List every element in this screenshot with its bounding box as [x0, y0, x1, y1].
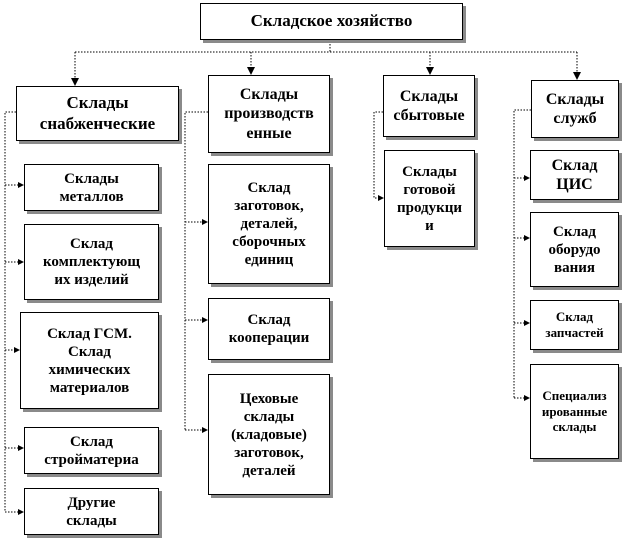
spine-col1 [4, 111, 16, 512]
arrow-head-col4 [573, 72, 581, 80]
branch-arrow-col2-2 [202, 317, 208, 323]
node-sales-finished-products: Склады готовой продукци и [384, 150, 475, 247]
node-supply-components: Склад комплектующ их изделий [24, 224, 159, 300]
branch-arrow-col4-1 [524, 175, 530, 181]
branch-arrow-col2-3 [202, 427, 208, 433]
branch-arrow-col1-5 [18, 509, 24, 515]
branch-arrow-col1-3 [14, 347, 20, 353]
spine-col2 [184, 111, 208, 430]
node-production-cooperation: Склад кооперации [208, 298, 330, 360]
column-header-supply: Склады снабженческие [16, 86, 179, 141]
branch-arrow-col1-1 [18, 182, 24, 188]
branch-arrow-col4-3 [524, 320, 530, 326]
root-node: Складское хозяйство [200, 3, 463, 40]
branch-arrow-col1-2 [18, 259, 24, 265]
node-services-spare-parts: Склад запчастей [530, 300, 619, 350]
branch-arrow-col1-4 [18, 445, 24, 451]
spine-col4 [513, 109, 531, 398]
node-supply-building-materials: Склад стройматериа [24, 427, 159, 474]
node-production-blanks-parts: Склад заготовок, деталей, сборочных един… [208, 164, 330, 284]
column-header-production: Склады производств енные [208, 75, 330, 153]
branch-arrow-col4-4 [524, 395, 530, 401]
arrow-head-col1 [71, 78, 79, 86]
branch-arrow-col3-1 [378, 195, 384, 201]
spine-col3 [373, 111, 383, 199]
branch-arrow-col2-1 [202, 219, 208, 225]
node-supply-fuel-chemicals: Склад ГСМ. Склад химических материалов [20, 312, 159, 409]
node-services-specialized: Специализ ированные склады [530, 364, 619, 459]
column-header-sales: Склады сбытовые [383, 75, 475, 137]
arrow-head-col3 [426, 67, 434, 75]
node-supply-metals: Склады металлов [24, 164, 159, 211]
node-supply-other: Другие склады [24, 488, 159, 535]
node-services-tools: Склад ЦИС [530, 150, 619, 200]
node-services-equipment: Склад оборудо вания [530, 212, 619, 287]
column-header-services: Склады служб [531, 80, 619, 138]
branch-arrow-col4-2 [524, 235, 530, 241]
node-production-shop-storerooms: Цеховые склады (кладовые) заготовок, дет… [208, 374, 330, 495]
arrow-head-col2 [247, 67, 255, 75]
